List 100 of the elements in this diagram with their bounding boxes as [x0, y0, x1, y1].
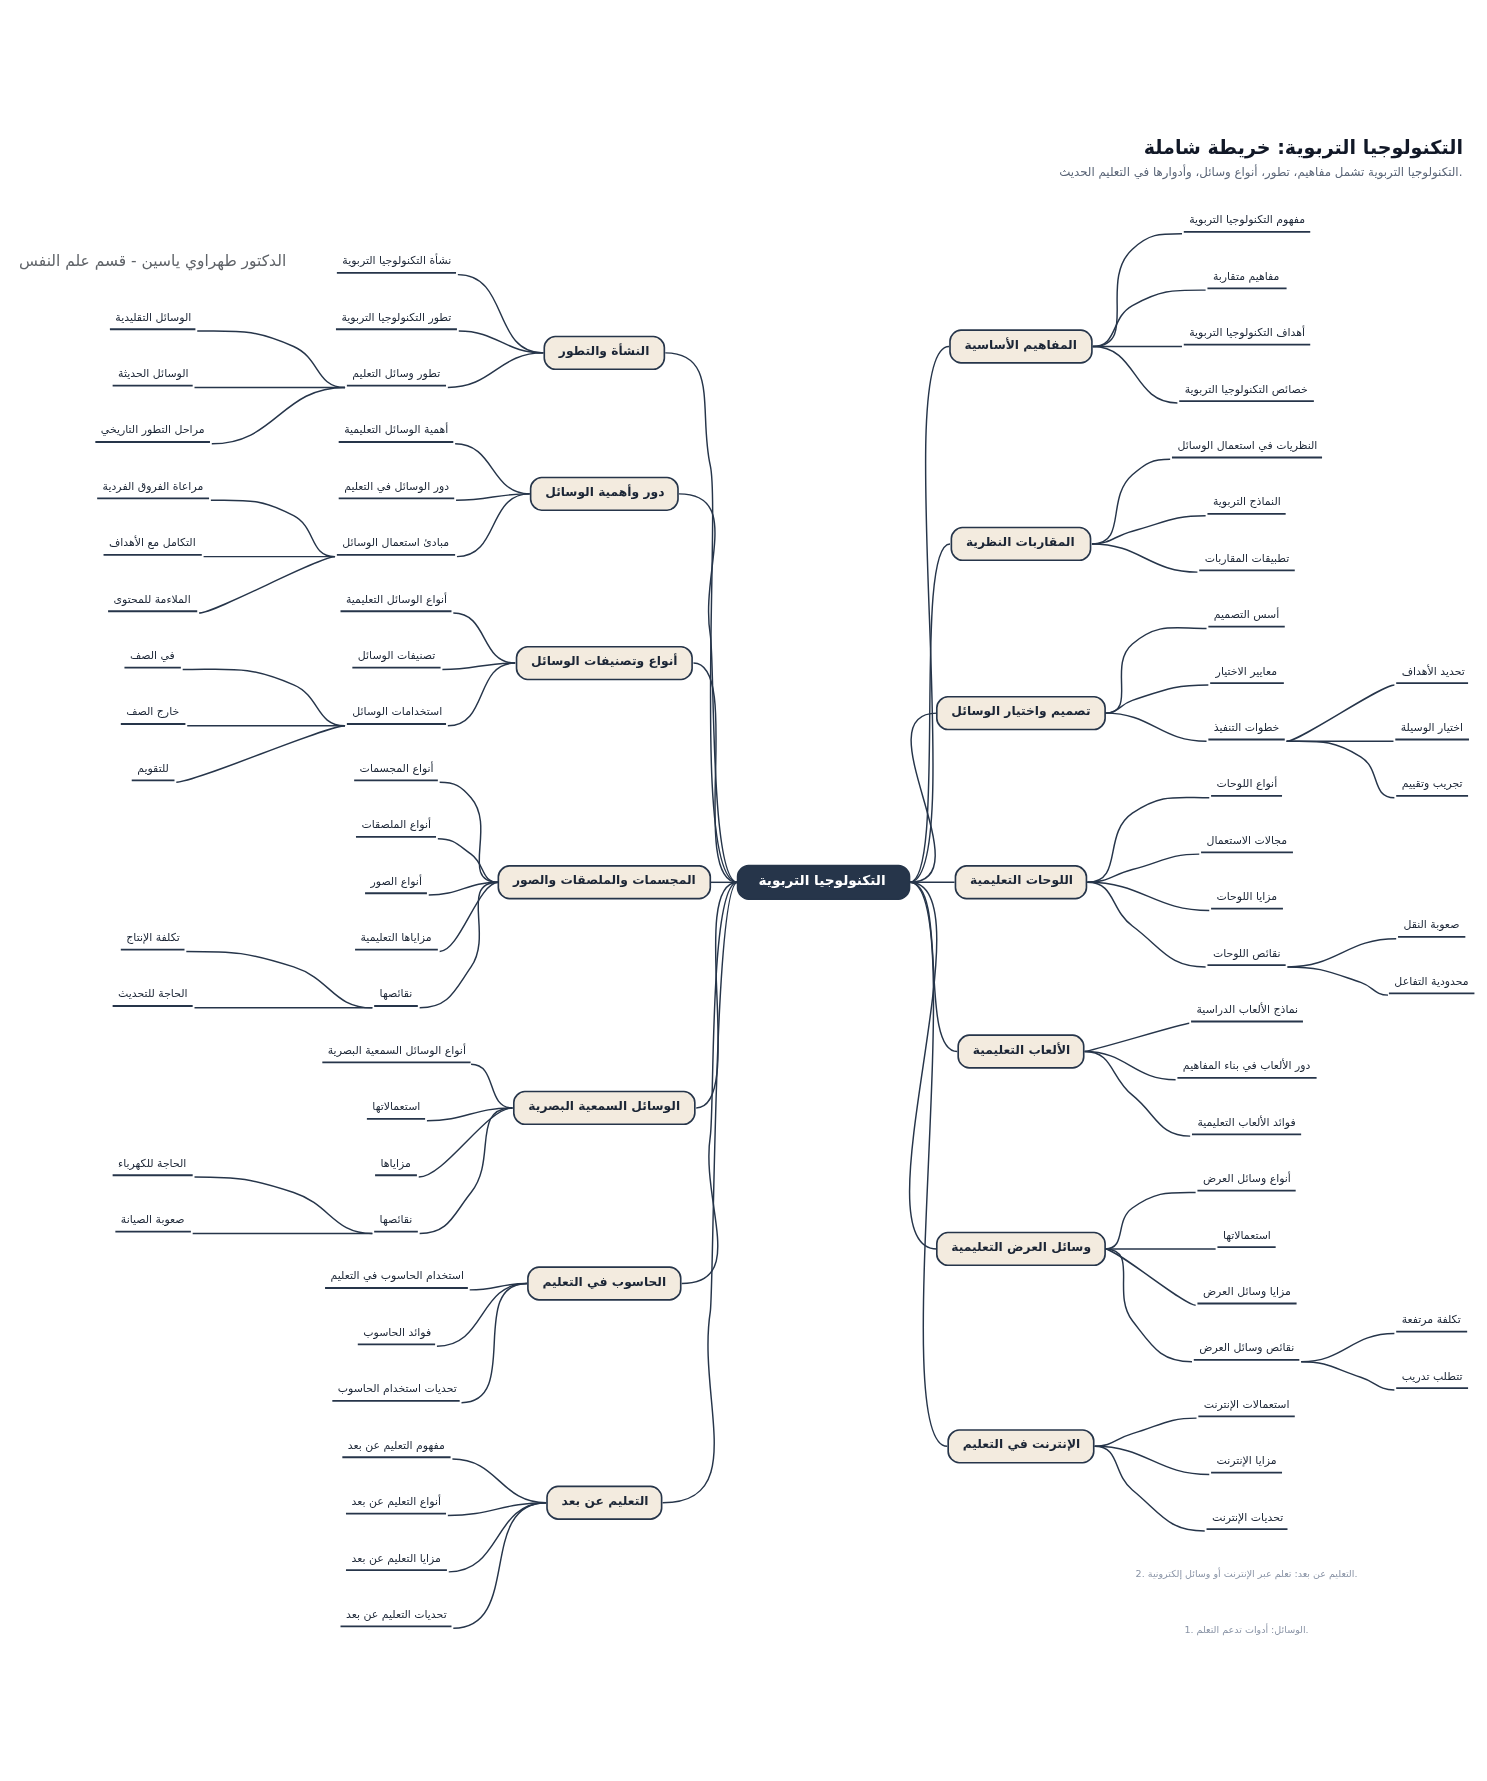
connector	[1093, 1445, 1206, 1532]
connector	[185, 950, 374, 1009]
node-text: أنواع وسائل العرض	[1202, 1172, 1291, 1186]
node-text: أنواع المجسمات	[359, 761, 434, 775]
node-box: وسائل العرض التعليمية	[936, 1231, 1106, 1267]
connector	[908, 881, 948, 1448]
connector	[1104, 712, 1208, 743]
node-text: تصنيفات الوسائل	[357, 649, 436, 663]
label: الدكتور طهراوي ياسين - قسم علم النفس	[19, 251, 287, 270]
node-text: نقائصها	[379, 987, 413, 1001]
connector	[198, 555, 336, 614]
node-text: للتقويم	[137, 761, 169, 775]
node-text: خارج الصف	[126, 705, 180, 719]
node-text: مفاهيم متقاربة	[1212, 269, 1280, 283]
node-text: تكلفة مرتفعة	[1401, 1313, 1461, 1327]
node-box: التعليم عن بعد	[546, 1485, 663, 1520]
node-box: المقاربات النظرية	[950, 526, 1092, 562]
connector	[1285, 684, 1396, 743]
node-text: تحديات التعليم عن بعد	[345, 1607, 447, 1621]
node-text: تحديات استخدام الحاسوب	[337, 1382, 457, 1396]
node-text: تطور وسائل التعليم	[352, 367, 441, 381]
node-text: أنواع التعليم عن بعد	[351, 1495, 441, 1509]
node-box: المجسمات والملصقات والصور	[497, 865, 712, 900]
node-text: مزاياها	[380, 1156, 411, 1170]
node-text: مراحل التطور التاريخي	[100, 423, 205, 437]
node-text: اختيار الوسيلة	[1400, 720, 1464, 734]
node-text: الوسائل الحديثة	[118, 367, 189, 381]
diagram-title: التكنولوجيا التربوية: خريطة شاملة	[1143, 136, 1463, 160]
node-text: مبادئ استعمال الوسائل	[342, 536, 450, 550]
node-text: مزايا التعليم عن بعد	[351, 1551, 441, 1565]
node-text: أهداف التكنولوجيا التربوية	[1189, 326, 1306, 340]
connector	[193, 1176, 374, 1235]
node-text: مزايا اللوحات	[1216, 890, 1278, 904]
connector	[175, 725, 346, 783]
node-text: الحاجة للكهرباء	[118, 1156, 187, 1170]
node-box: الحاسوب في التعليم	[527, 1266, 682, 1301]
node-text: تجريب وتقييم	[1401, 777, 1463, 791]
node-text: محدودية التفاعل	[1394, 974, 1469, 988]
node-text: الوسائل التقليدية	[115, 310, 192, 324]
connector	[661, 881, 739, 1504]
node-box: الوسائل السمعية البصرية	[512, 1090, 696, 1126]
node-box: اللوحات التعليمية	[954, 865, 1088, 900]
node-text: أنواع الوسائل التعليمية	[345, 592, 448, 606]
node-text: فوائد الحاسوب	[363, 1325, 432, 1339]
node-box: التكنولوجيا التربوية	[736, 864, 911, 900]
connector	[1086, 853, 1200, 884]
node-text: خصائص التكنولوجيا التربوية	[1184, 382, 1308, 396]
connector	[1286, 966, 1389, 996]
node-text: دور الوسائل في التعليم	[344, 479, 450, 493]
connector	[211, 386, 346, 445]
node-text: أنواع اللوحات	[1216, 777, 1278, 791]
node-text: مراعاة الفروق الفردية	[102, 479, 204, 493]
label: 1. الوسائل: أدوات تدعم التعلم.	[1184, 1624, 1309, 1636]
connector	[1093, 1417, 1198, 1448]
node-text: أسس التصميم	[1213, 608, 1280, 622]
connector	[447, 662, 516, 727]
node-text: النظريات في استعمال الوسائل	[1177, 438, 1318, 452]
node-text: صعوبة الصيانة	[120, 1213, 185, 1227]
node-box: الألعاب التعليمية	[957, 1034, 1085, 1069]
node-text: مفهوم التكنولوجيا التربوية	[1189, 213, 1306, 227]
connector	[908, 881, 938, 1250]
node-text: مزايا الإنترنت	[1216, 1454, 1277, 1468]
connector	[437, 837, 500, 884]
node-box: تصميم واختيار الوسائل	[936, 695, 1106, 731]
connector	[1092, 345, 1179, 404]
connector	[460, 1282, 528, 1404]
connector	[193, 1007, 374, 1009]
node-text: صعوبة النقل	[1403, 918, 1460, 932]
connector	[1083, 1050, 1191, 1137]
node-text: أنواع الملصقات	[361, 818, 431, 832]
node-text: نماذج الألعاب الدراسية	[1196, 1002, 1299, 1016]
node-text: الملاءمة للمحتوى	[113, 592, 191, 606]
node-text: مزاياها التعليمية	[360, 931, 432, 945]
node-text: الحاجة للتحديث	[118, 987, 188, 1001]
node-text: تتطلب تدريب	[1401, 1369, 1463, 1383]
node-text: تحديد الأهداف	[1401, 664, 1465, 678]
node-text: فوائد الألعاب التعليمية	[1197, 1115, 1296, 1129]
connector	[1285, 740, 1396, 799]
node-text: نقائص وسائل العرض	[1199, 1341, 1295, 1355]
connector	[418, 1107, 514, 1235]
node-box: الإنترنت في التعليم	[947, 1429, 1095, 1464]
connector	[452, 1502, 547, 1629]
connector	[908, 543, 951, 884]
node-text: مجالات الاستعمال	[1206, 833, 1288, 847]
node-text: دور الألعاب في بناء المفاهيم	[1182, 1059, 1311, 1073]
connector	[447, 352, 545, 389]
node-text: مزايا وسائل العرض	[1202, 1284, 1291, 1298]
node-text: خطوات التنفيذ	[1213, 720, 1280, 734]
node-text: تطبيقات المقاربات	[1204, 551, 1290, 565]
node-text: نقائصها	[379, 1213, 413, 1227]
node-text: معايير الاختيار	[1215, 664, 1278, 678]
connector	[438, 781, 500, 884]
node-text: تطور التكنولوجيا التربوية	[341, 310, 452, 324]
node-text: استعمالاتها	[1222, 1228, 1271, 1242]
node-text: استعمالات الإنترنت	[1203, 1397, 1290, 1411]
connector	[1086, 796, 1210, 884]
connector	[418, 881, 500, 1009]
node-text: التكامل مع الأهداف	[108, 536, 196, 550]
caption: التكنولوجيا التربوية تشمل مفاهيم، تطور، أنواع وسائل، وأدوارها في التعليم الحديث.	[1059, 164, 1463, 179]
node-text: استعمالاتها	[372, 1100, 421, 1114]
